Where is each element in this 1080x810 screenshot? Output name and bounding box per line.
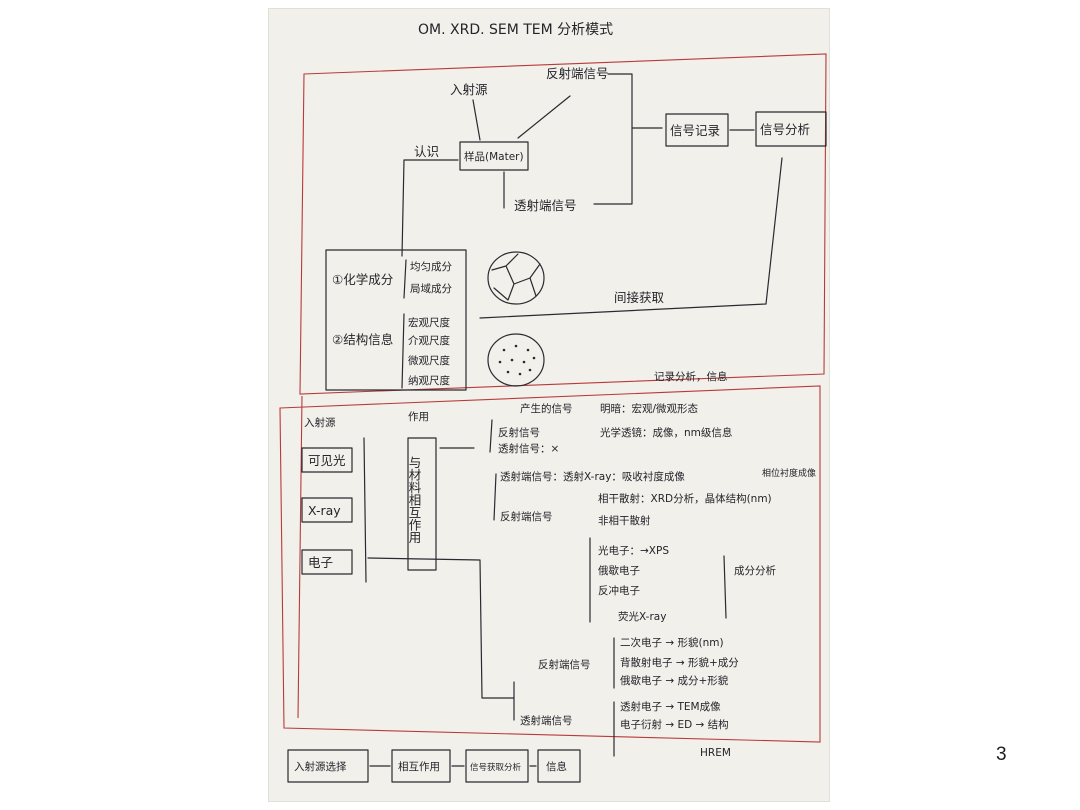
light-reflect: 反射信号 xyxy=(498,426,540,439)
label-recognize: 认识 xyxy=(414,144,439,159)
sample-box xyxy=(459,141,529,171)
electron-diffraction: 电子衍射 → ED → 结构 xyxy=(620,718,729,731)
label-reflect-signal: 反射端信号 xyxy=(546,66,609,81)
label-local: 局域成分 xyxy=(410,282,452,295)
label-record-analysis: 记录分析，信息 xyxy=(654,370,728,383)
footer-box-4 xyxy=(537,749,581,783)
label-sample: 样品(Mater) xyxy=(464,150,524,163)
brace-struct xyxy=(401,313,405,389)
electron-transmit: 透射端信号 xyxy=(520,714,573,727)
xray-incoherent: 非相干散射 xyxy=(598,514,651,527)
footer-box-1 xyxy=(287,749,369,783)
label-scale-2: 介观尺度 xyxy=(408,334,450,347)
label-incident-source: 入射源 xyxy=(450,82,488,97)
label-scale-3: 微观尺度 xyxy=(408,354,450,367)
photoelectron: 光电子：→XPS xyxy=(598,544,669,557)
xray-coherent: 相干散射：XRD分析，晶体结构(nm) xyxy=(598,492,772,505)
sketch-diagram: OM. XRD. SEM TEM 分析模式 入射源 反射端信号 样品(Mater… xyxy=(279,22,827,783)
info-box xyxy=(325,249,467,391)
line-recognize xyxy=(401,159,459,257)
label-indirect: 间接获取 xyxy=(614,290,665,305)
label-scale-4: 纳观尺度 xyxy=(408,374,450,387)
source-box-xray xyxy=(301,497,353,523)
secondary-electron: 二次电子 → 形貌(nm) xyxy=(620,636,724,649)
transmitted-electron: 透射电子 → TEM成像 xyxy=(620,700,721,713)
composition-analysis: 成分分析 xyxy=(734,564,776,577)
bottom-red-frame xyxy=(279,385,821,743)
source-visible-light: 可见光 xyxy=(308,453,346,468)
sketch-title: OM. XRD. SEM TEM 分析模式 xyxy=(418,22,613,38)
xray-transmit: 透射端信号：透射X-ray：吸收衬度成像 xyxy=(500,470,685,483)
feedback-line xyxy=(479,157,783,319)
handwritten-note-photo: OM. XRD. SEM TEM 分析模式 入射源 反射端信号 样品(Mater… xyxy=(268,8,830,802)
light-transmit: 透射信号：× xyxy=(498,442,559,455)
source-box-electron xyxy=(301,549,353,575)
footer-step-3: 信号获取分析 xyxy=(470,762,522,773)
grain-sketch xyxy=(487,251,545,305)
label-generated-signal: 产生的信号 xyxy=(520,402,573,415)
xray-reflect: 反射端信号 xyxy=(500,510,553,523)
arrow-source-to-sample xyxy=(472,99,481,141)
analysis-box xyxy=(755,111,827,147)
header-action: 作用 xyxy=(408,411,429,423)
source-xray: X-ray xyxy=(308,503,341,518)
bracket-composition xyxy=(723,555,727,619)
source-electron: 电子 xyxy=(308,555,333,570)
label-signal-record: 信号记录 xyxy=(670,123,720,138)
record-box xyxy=(665,113,729,147)
auger-electron: 俄歇电子 xyxy=(598,564,640,577)
source-box-visible-light xyxy=(301,447,353,473)
xray-phase-contrast: 相位衬度成像 xyxy=(762,467,816,479)
fluorescent-xray: 荧光X-ray xyxy=(618,610,666,623)
label-struct: ②结构信息 xyxy=(332,332,393,347)
backscattered-electron: 背散射电子 → 形貌+成分 xyxy=(620,656,739,669)
footer-box-3 xyxy=(465,749,529,783)
auger-electron-2: 俄歇电子 → 成分+形貌 xyxy=(620,674,729,687)
label-uniform: 均匀成分 xyxy=(410,261,452,273)
line-transmit xyxy=(593,183,633,205)
arrow-reflect-line xyxy=(607,73,633,185)
footer-step-4: 信息 xyxy=(546,760,567,773)
light-reflect-a: 明暗：宏观/微观形态 xyxy=(600,402,699,415)
header-source: 入射源 xyxy=(304,416,336,429)
footer-step-2: 相互作用 xyxy=(398,760,440,773)
electron-reflect: 反射端信号 xyxy=(538,658,591,671)
label-signal-analysis: 信号分析 xyxy=(760,122,810,137)
footer-step-1: 入射源选择 xyxy=(294,760,347,773)
arrow-electron-down xyxy=(367,557,515,699)
brace-chem xyxy=(403,259,407,299)
interaction-box xyxy=(407,437,437,571)
hrem: HREM xyxy=(700,747,731,759)
page-number: 3 xyxy=(996,744,1007,765)
source-bracket xyxy=(363,437,367,583)
label-scale-1: 宏观尺度 xyxy=(408,316,450,329)
top-red-frame xyxy=(299,53,827,395)
label-interaction: 与材料相互作用 xyxy=(407,456,422,544)
bracket-xray xyxy=(493,473,497,521)
label-chem: ①化学成分 xyxy=(332,272,393,287)
light-reflect-b: 光学透镜：成像，nm级信息 xyxy=(600,426,732,439)
label-transmit-signal: 透射端信号 xyxy=(514,198,577,213)
bracket-light-signals xyxy=(489,419,493,453)
footer-box-2 xyxy=(391,749,451,783)
arrow-sample-to-reflect xyxy=(517,95,571,139)
dotted-particle-sketch xyxy=(487,333,545,387)
left-red-margin xyxy=(297,395,303,719)
recoil-electron: 反冲电子 xyxy=(598,584,640,597)
